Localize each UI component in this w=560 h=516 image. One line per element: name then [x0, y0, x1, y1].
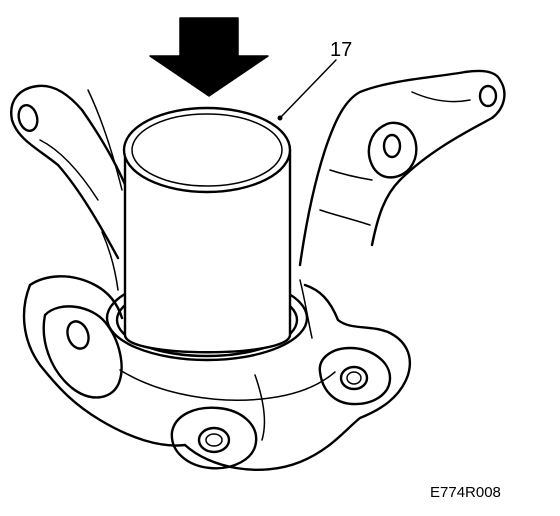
callout-leader-line [279, 59, 337, 119]
callout-leader-dot [277, 115, 283, 121]
steering-knuckle-icon [10, 69, 506, 472]
figure-code: E774R008 [430, 484, 501, 501]
bearing-installer-tool-icon [122, 106, 292, 354]
press-direction-arrow-icon [149, 17, 269, 97]
callout-number: 17 [330, 39, 352, 61]
